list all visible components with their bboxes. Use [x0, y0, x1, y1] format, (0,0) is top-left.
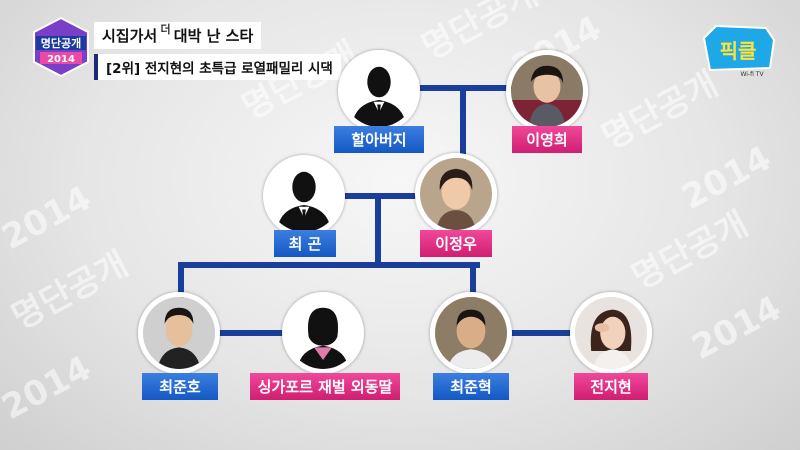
- name-tag: 최준호: [142, 373, 218, 400]
- svg-text:Wi-fi TV: Wi-fi TV: [740, 71, 764, 78]
- svg-text:명단공개: 명단공개: [41, 36, 81, 50]
- title-line-1: 시집가서 더 대박 난 스타: [94, 22, 262, 49]
- name-tag: 이정우: [420, 230, 492, 257]
- silhouette-avatar: [282, 292, 364, 374]
- name-tag: 최 곤: [274, 230, 336, 257]
- svg-text:2014: 2014: [47, 54, 75, 65]
- svg-text:픽클: 픽클: [720, 39, 757, 63]
- photo-avatar: [506, 50, 588, 132]
- silhouette-avatar: [263, 155, 345, 237]
- name-tag: 최준혁: [433, 373, 509, 400]
- photo-avatar: [415, 153, 497, 235]
- photo-avatar: [570, 292, 652, 374]
- name-tag: 할아버지: [334, 126, 424, 153]
- title-line-2: [2위] 전지현의 초특급 로열패밀리 시댁: [94, 54, 341, 80]
- episode-title: 시집가서 더 대박 난 스타 [2위] 전지현의 초특급 로열패밀리 시댁: [94, 22, 341, 80]
- name-tag: 싱가포르 재벌 외동딸: [250, 373, 400, 400]
- silhouette-avatar: [338, 50, 420, 132]
- photo-avatar: [430, 292, 512, 374]
- channel-logo: 픽클 Wi-fi TV: [702, 24, 776, 78]
- name-tag: 이영희: [512, 126, 582, 153]
- photo-avatar: [138, 292, 220, 374]
- name-tag: 전지현: [574, 373, 648, 400]
- program-logo: 명단공개 2014: [33, 16, 89, 78]
